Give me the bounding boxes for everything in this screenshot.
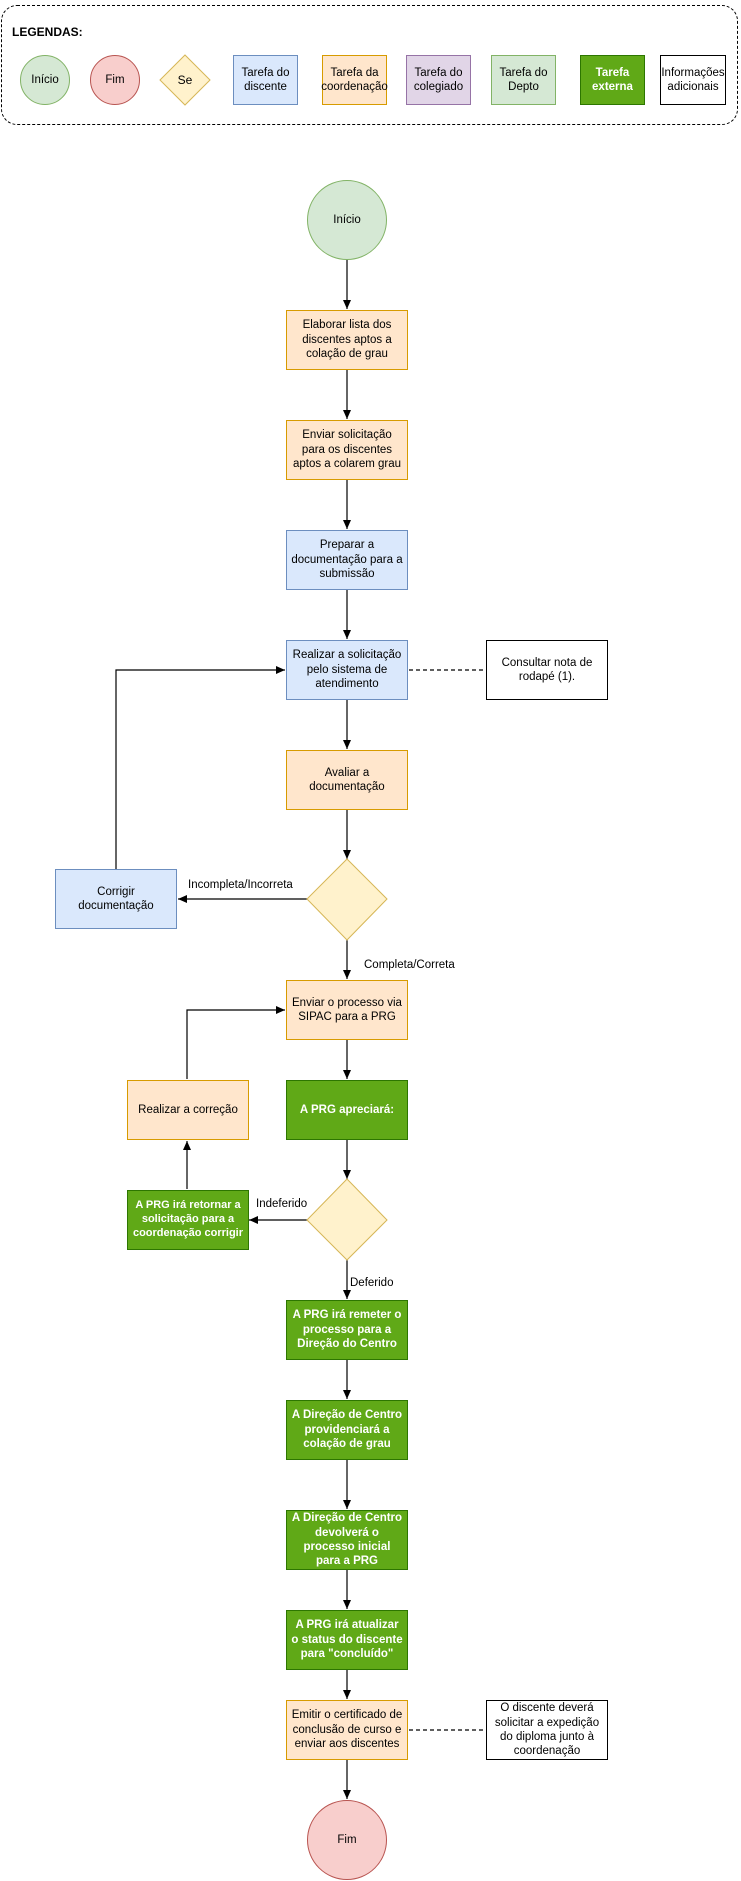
decision-documentation-diamond (306, 858, 388, 941)
task-issue-certificate: Emitir o certificado de conclusão de cur… (286, 1700, 408, 1760)
task-prg-forward: A PRG irá remeter o processo para a Dire… (286, 1300, 408, 1360)
task-prg-update: A PRG irá atualizar o status do discente… (286, 1610, 408, 1670)
legend-dept-task: Tarefa do Depto (491, 55, 556, 105)
legend-external-task: Tarefa externa (580, 55, 645, 105)
note-diploma: O discente deverá solicitar a expedição … (486, 1700, 608, 1760)
legend-council-task: Tarefa do colegiado (406, 55, 471, 105)
task-evaluate-documentation: Avaliar a documentação (286, 750, 408, 810)
flow-start: Início (307, 180, 387, 260)
legend-student-task: Tarefa do discente (233, 55, 298, 105)
legend-decision-diamond (159, 54, 211, 106)
task-make-correction: Realizar a correção (127, 1080, 249, 1140)
legend-coordination-task: Tarefa da coordenação (321, 55, 388, 105)
label-incomplete: Incompleta/Incorreta (188, 879, 293, 891)
legend-end: Fim (90, 55, 140, 105)
flow-end: Fim (307, 1800, 387, 1880)
task-prepare-documentation: Preparar a documentação para a submissão (286, 530, 408, 590)
task-direction-arrange: A Direção de Centro providenciará a cola… (286, 1400, 408, 1460)
task-prg-review: A PRG apreciará: (286, 1080, 408, 1140)
label-approved: Deferido (350, 1277, 394, 1289)
legend-panel (1, 5, 738, 125)
legend-start: Início (20, 55, 70, 105)
label-rejected: Indeferido (256, 1198, 308, 1210)
legend-title: LEGENDAS: (12, 25, 83, 39)
task-elaborate-list: Elaborar lista dos discentes aptos a col… (286, 310, 408, 370)
legend-decision-label: Se (177, 73, 193, 87)
legend-additional-info: Informações adicionais (660, 55, 726, 105)
edge-correct-submit (115, 666, 285, 869)
edge-correction-sipac (186, 1006, 285, 1079)
task-submit-request: Realizar a solicitação pelo sistema de a… (286, 640, 408, 700)
decision-prg-diamond (306, 1178, 388, 1261)
label-complete: Completa/Correta (364, 959, 455, 971)
task-send-sipac: Enviar o processo via SIPAC para a PRG (286, 980, 408, 1040)
task-prg-return: A PRG irá retornar a solicitação para a … (127, 1190, 249, 1250)
task-correct-documentation: Corrigir documentação (55, 869, 177, 929)
task-direction-return: A Direção de Centro devolverá o processo… (286, 1510, 408, 1570)
task-send-request: Enviar solicitação para os discentes apt… (286, 420, 408, 480)
note-footnote: Consultar nota de rodapé (1). (486, 640, 608, 700)
